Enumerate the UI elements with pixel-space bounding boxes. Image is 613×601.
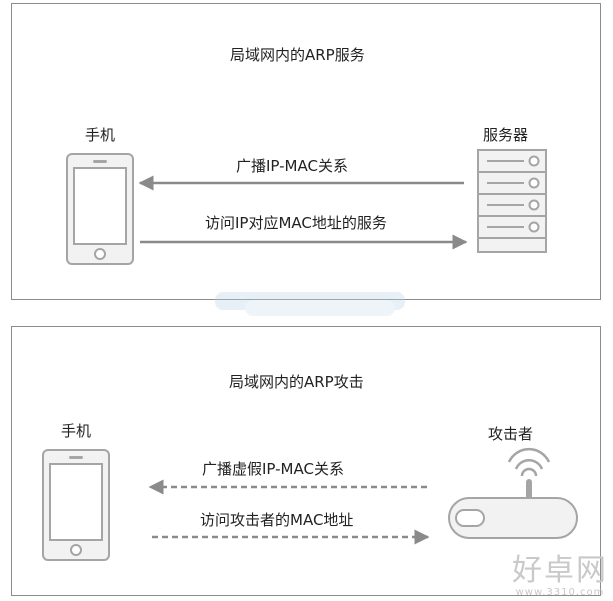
service-panel-title: 局域网内的ARP服务: [230, 46, 365, 64]
router-icon: [448, 447, 578, 539]
phone-icon: [42, 449, 110, 561]
phone-label: 手机: [61, 422, 92, 440]
broadcast-label: 广播IP-MAC关系: [236, 157, 348, 175]
access-attacker-label: 访问攻击者的MAC地址: [200, 511, 354, 529]
site-watermark: 好卓网 www.3310.com: [512, 553, 608, 599]
fake-broadcast-label: 广播虚假IP-MAC关系: [202, 460, 344, 478]
server-icon: [477, 149, 547, 253]
attack-panel-title: 局域网内的ARP攻击: [229, 373, 364, 391]
watermark-text: 好卓网: [512, 553, 608, 588]
phone-label: 手机: [85, 126, 116, 144]
server-label: 服务器: [483, 126, 529, 144]
phone-icon: [66, 153, 134, 265]
watermark-url: www.3310.com: [515, 587, 605, 598]
blur-smudge: [215, 292, 405, 316]
access-service-label: 访问IP对应MAC地址的服务: [205, 214, 387, 232]
attacker-label: 攻击者: [488, 425, 534, 443]
